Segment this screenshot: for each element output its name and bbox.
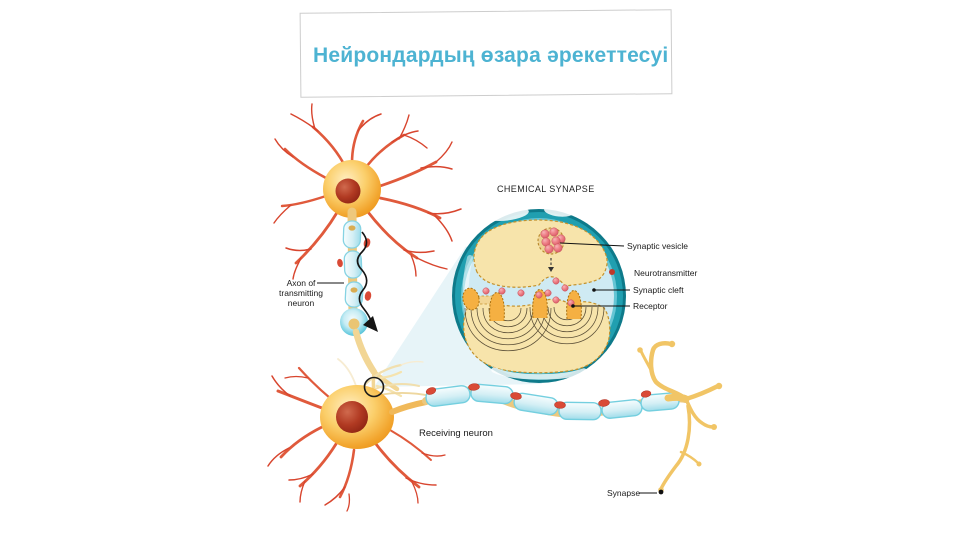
- label-receiving-neuron: Receiving neuron: [419, 428, 493, 439]
- transmitting-axon: [337, 207, 403, 398]
- synapse-marker-circle: [363, 376, 385, 398]
- transmitting-nucleus: [335, 178, 361, 204]
- schwann-cell-nuclei: [425, 383, 652, 409]
- neurotransmitter-example-dot: [609, 269, 615, 275]
- label-synapse: Synapse: [607, 488, 640, 498]
- svg-text:transmitting: transmitting: [279, 288, 323, 298]
- transmitting-neuron: [273, 103, 462, 280]
- label-axon-of-transmitting-neuron: Axon of transmitting neuron: [279, 278, 323, 308]
- transmitting-neuron-dendrites: [273, 103, 462, 280]
- action-potential-arrow: [356, 231, 378, 332]
- diagram-labels: CHEMICAL SYNAPSE Synaptic vesicle Neurot…: [279, 184, 697, 498]
- vesicles: [540, 227, 566, 254]
- label-synaptic-vesicle: Synaptic vesicle: [627, 241, 688, 251]
- svg-text:Axon of: Axon of: [287, 278, 316, 288]
- arrowhead-icon: [363, 316, 378, 332]
- label-chemical-synapse: CHEMICAL SYNAPSE: [497, 184, 595, 194]
- release-arrow-icon: [548, 267, 554, 272]
- presynaptic-terminal: [473, 219, 608, 288]
- receiving-nucleus: [336, 401, 368, 433]
- receiving-neuron-dendrites: [267, 358, 446, 512]
- myelinated-axon: [389, 340, 723, 495]
- chemical-synapse-inset: [452, 205, 626, 383]
- neurotransmitter-dots: [482, 277, 575, 307]
- axon-terminal-branches: [639, 341, 721, 491]
- svg-text:neuron: neuron: [288, 298, 315, 308]
- receiving-neuron: [267, 358, 446, 512]
- label-neurotransmitter: Neurotransmitter: [634, 268, 697, 278]
- label-receptor: Receptor: [633, 301, 668, 311]
- slide-title: Нейрондардың өзара әрекеттесуі: [313, 44, 669, 67]
- label-synaptic-cleft: Synaptic cleft: [633, 285, 684, 295]
- synapse-point-dot: [658, 489, 664, 495]
